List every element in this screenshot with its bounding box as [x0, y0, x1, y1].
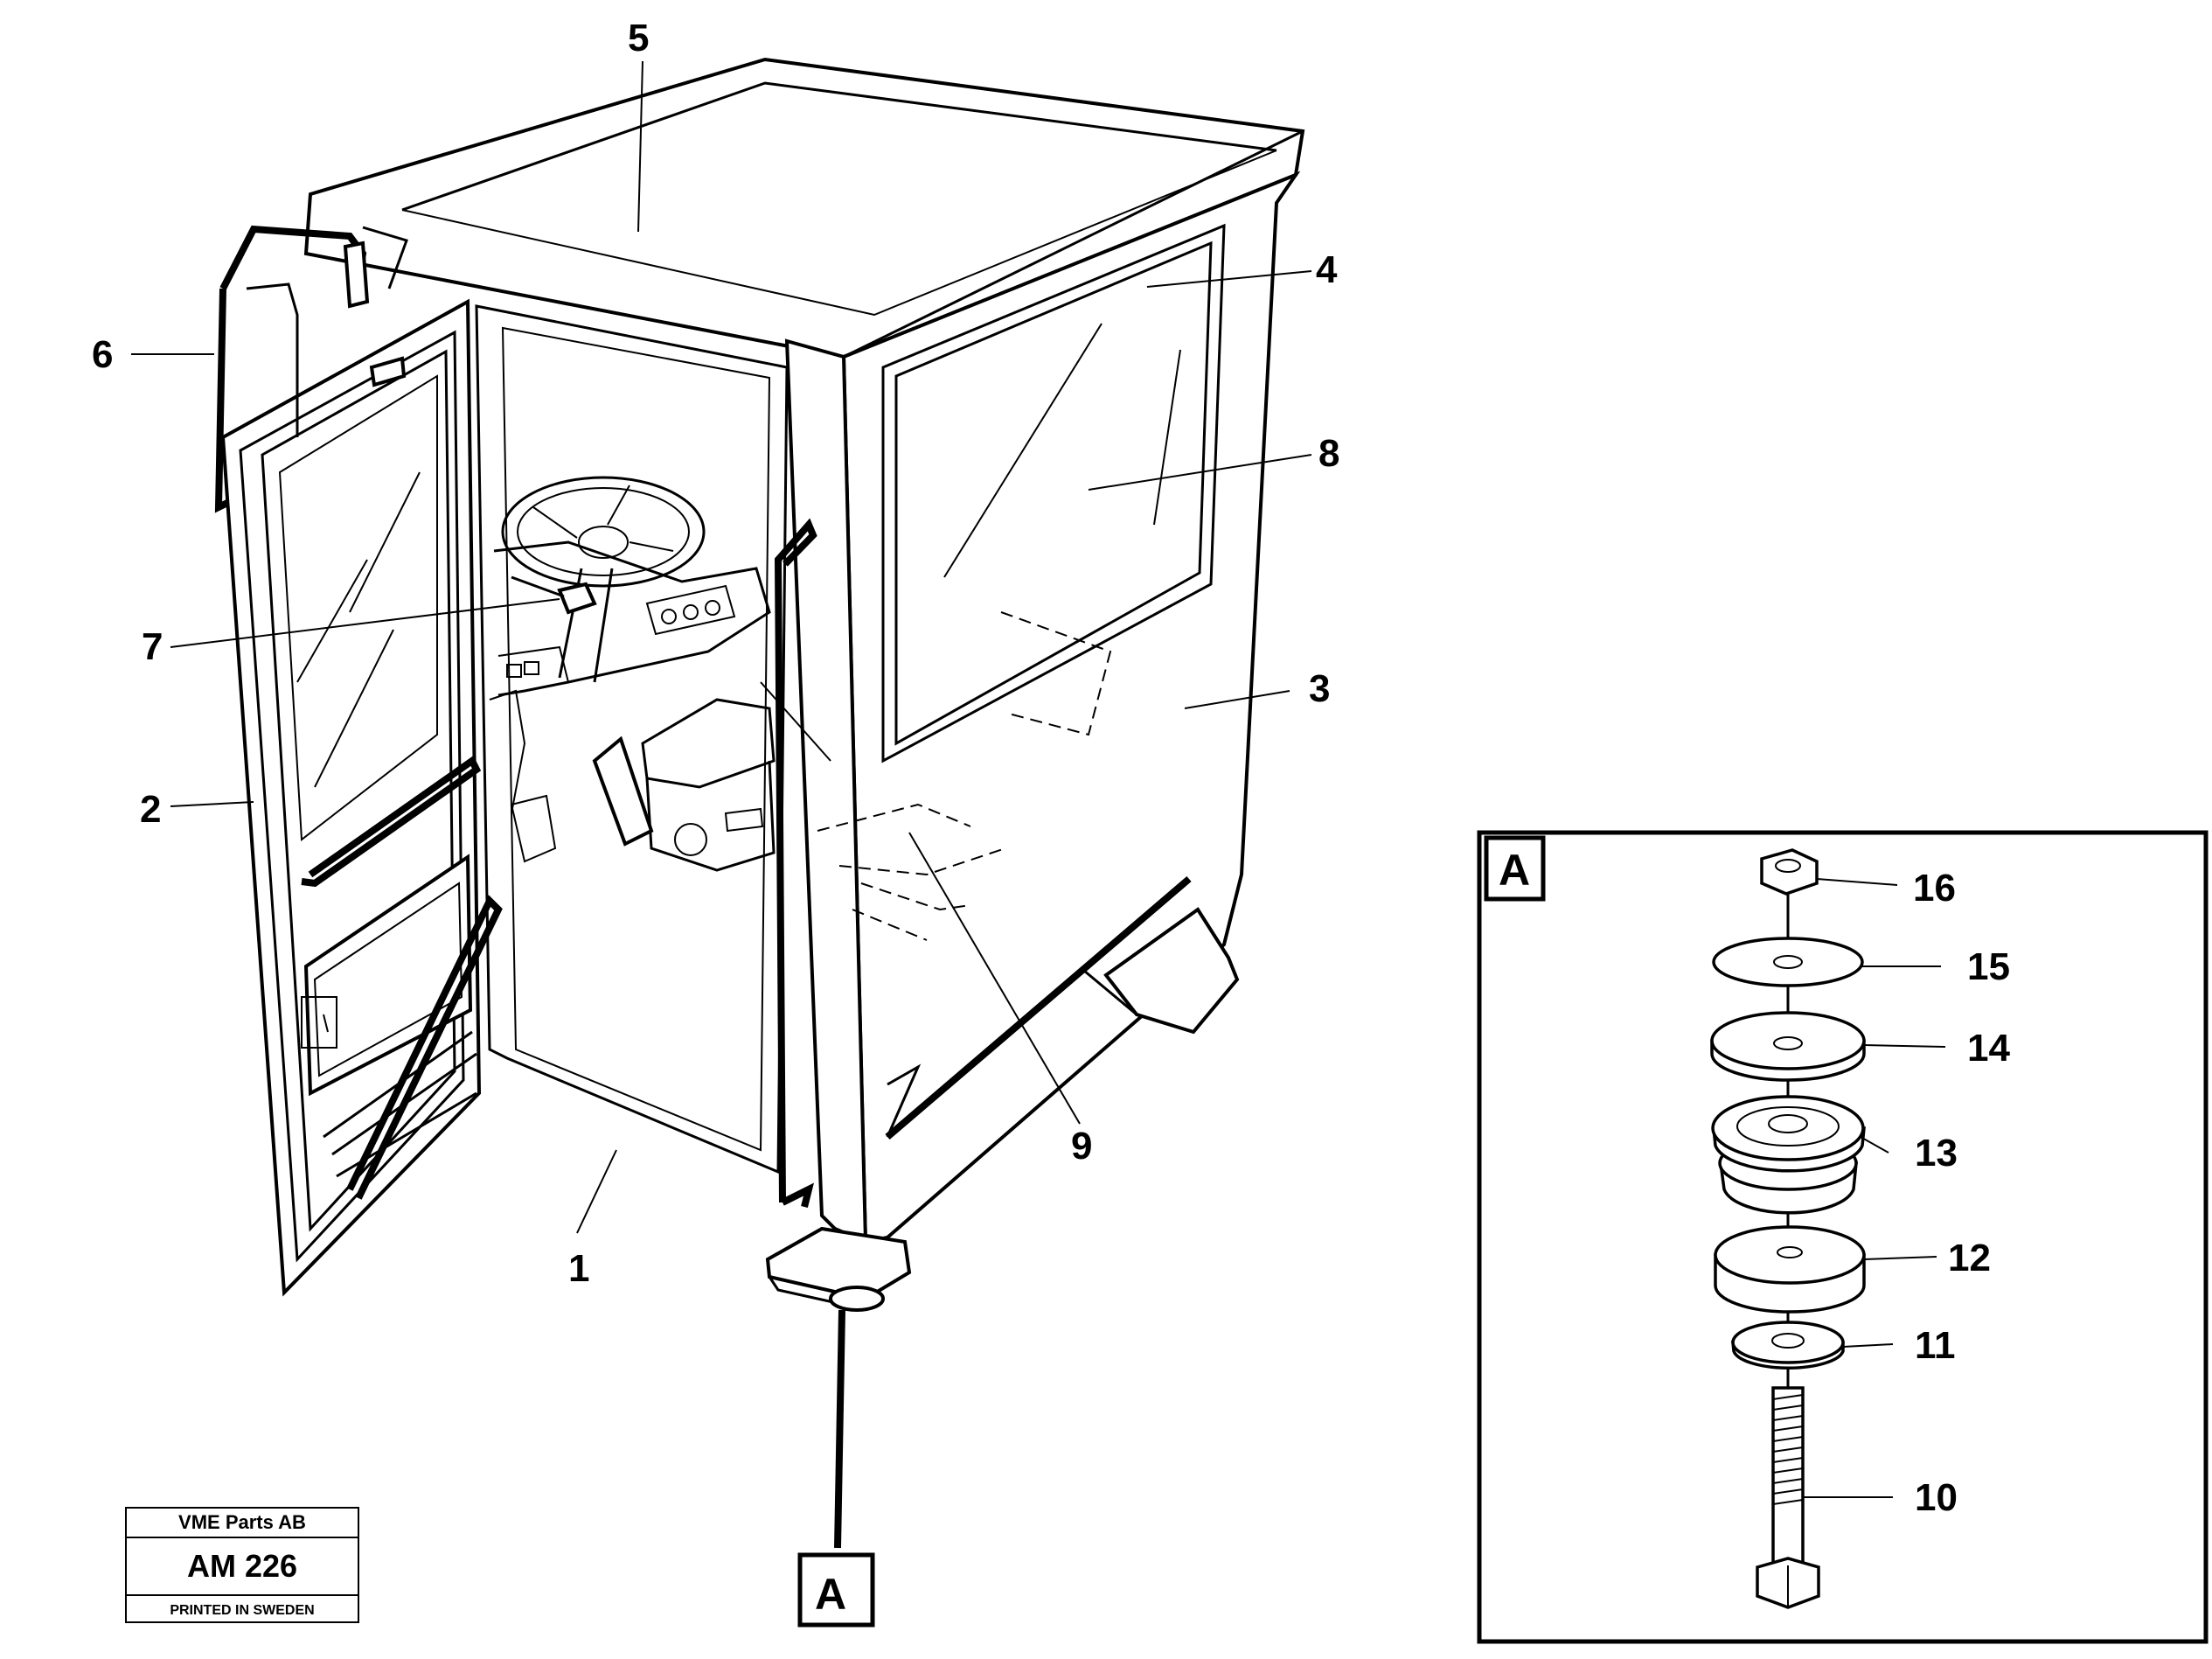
callout-5: 5 — [628, 17, 649, 59]
callout-8: 8 — [1318, 432, 1339, 475]
leader-lines — [131, 60, 1312, 1549]
callout-7: 7 — [142, 625, 163, 668]
stamp-printed: PRINTED IN SWEDEN — [170, 1603, 315, 1618]
callout-2: 2 — [140, 788, 161, 831]
callout-15: 15 — [1967, 945, 2010, 988]
callout-6: 6 — [92, 333, 113, 376]
detail-marker-label: A — [815, 1570, 846, 1619]
callout-9: 9 — [1071, 1125, 1092, 1168]
mounting-parts — [1710, 848, 1866, 1609]
cab-door — [214, 225, 503, 1297]
callout-1: 1 — [568, 1247, 589, 1290]
detail-frame-label: A — [1499, 846, 1530, 895]
callout-10: 10 — [1915, 1476, 1958, 1519]
callout-13: 13 — [1915, 1132, 1958, 1175]
detail-frame-label-box — [1484, 835, 1546, 902]
detail-marker-box — [797, 1552, 875, 1628]
callout-16: 16 — [1913, 867, 1956, 910]
grab-handle — [774, 518, 817, 1208]
cab-body — [303, 57, 1305, 1312]
callout-14: 14 — [1967, 1027, 2010, 1070]
callout-12: 12 — [1948, 1237, 1991, 1279]
callout-3: 3 — [1309, 667, 1330, 710]
callout-4: 4 — [1316, 248, 1338, 291]
detail-leader-lines — [1803, 878, 1946, 1498]
stamp-code: AM 226 — [127, 1538, 358, 1596]
detail-frame — [1477, 830, 2209, 1644]
title-stamp: VME Parts AB AM 226 PRINTED IN SWEDEN — [125, 1507, 359, 1623]
callout-11: 11 — [1915, 1324, 1956, 1367]
stamp-company: VME Parts AB — [127, 1509, 358, 1538]
